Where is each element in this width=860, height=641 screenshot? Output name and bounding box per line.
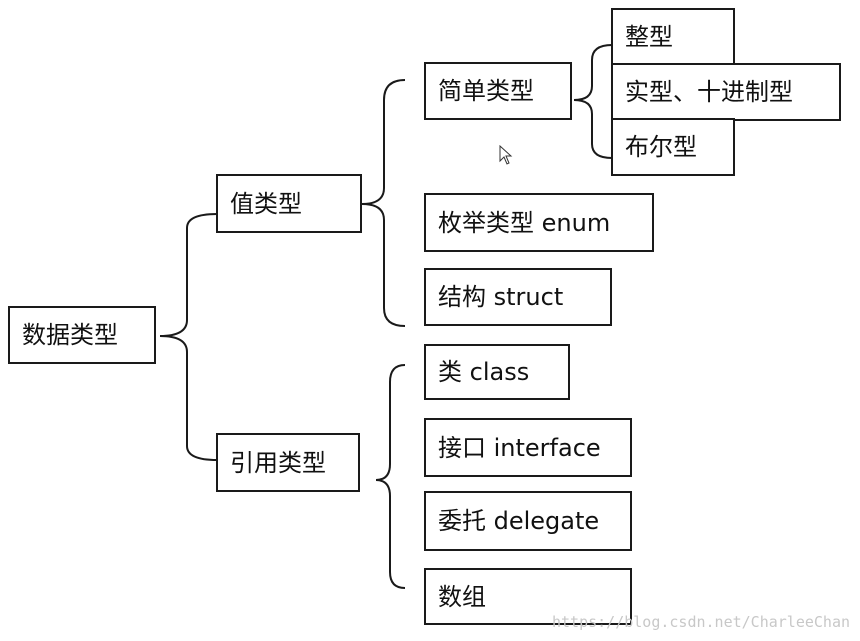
node-reference-type: 引用类型	[216, 433, 360, 492]
node-label: 整型	[625, 23, 673, 51]
node-label: 数据类型	[22, 321, 118, 349]
root-node-data-types: 数据类型	[8, 306, 156, 364]
node-simple-type: 简单类型	[424, 62, 572, 120]
node-label: 类 class	[438, 358, 530, 386]
reference-type-brace	[375, 364, 406, 481]
node-label: 值类型	[230, 189, 302, 218]
watermark-url: https://blog.csdn.net/CharleeChan	[551, 613, 850, 631]
node-real-decimal-type: 实型、十进制型	[611, 63, 841, 121]
node-label: 实型、十进制型	[625, 78, 793, 106]
node-value-type: 值类型	[216, 174, 362, 233]
node-label: 简单类型	[438, 77, 534, 105]
node-label: 委托 delegate	[438, 507, 600, 535]
node-label: 数组	[438, 582, 486, 611]
simple-type-brace	[573, 44, 613, 101]
node-boolean-type: 布尔型	[611, 118, 735, 176]
node-label: 布尔型	[625, 133, 697, 161]
node-label: 结构 struct	[438, 283, 564, 311]
node-label: 枚举类型 enum	[438, 208, 611, 237]
node-integer-type: 整型	[611, 8, 735, 66]
node-label: 接口 interface	[438, 433, 601, 462]
node-enum-type: 枚举类型 enum	[424, 193, 654, 252]
value-type-brace	[361, 79, 406, 205]
node-class: 类 class	[424, 344, 570, 400]
node-array: 数组	[424, 568, 632, 625]
node-delegate: 委托 delegate	[424, 491, 632, 551]
root-brace	[186, 213, 218, 229]
node-label: 引用类型	[230, 448, 326, 477]
node-interface: 接口 interface	[424, 418, 632, 477]
node-struct: 结构 struct	[424, 268, 612, 326]
mouse-pointer-icon	[499, 145, 513, 165]
